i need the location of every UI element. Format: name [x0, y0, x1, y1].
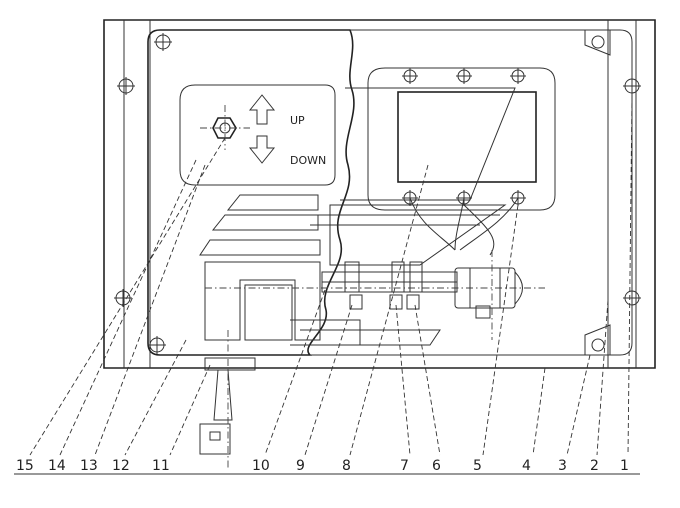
callout-4: 4 — [522, 458, 531, 474]
wire-bundle — [409, 197, 519, 256]
corner-pad-bottom-right — [584, 324, 611, 355]
display-screws — [402, 68, 526, 206]
callout-14: 14 — [48, 458, 66, 474]
switch-panel — [179, 84, 336, 186]
callout-13: 13 — [80, 458, 98, 474]
up-label: UP — [290, 114, 305, 127]
callout-12: 12 — [112, 458, 130, 474]
callout-5: 5 — [473, 458, 482, 474]
callout-10: 10 — [252, 458, 270, 474]
callout-1: 1 — [620, 458, 629, 474]
callout-11: 11 — [152, 458, 170, 474]
callout-leaders — [29, 94, 633, 456]
corner-pad-top-right — [584, 30, 611, 56]
callout-15: 15 — [16, 458, 34, 474]
cover-plate — [147, 29, 355, 356]
callout-6: 6 — [432, 458, 441, 474]
callout-7: 7 — [400, 458, 409, 474]
back-plate — [310, 29, 633, 356]
up-arrow-icon — [248, 94, 276, 125]
switch-nut-icon — [200, 105, 250, 150]
frame-screws — [114, 33, 641, 354]
down-arrow-icon — [248, 135, 276, 164]
callout-2: 2 — [590, 458, 599, 474]
display-bezel — [367, 67, 556, 211]
limit-switch-rail — [205, 271, 545, 293]
callout-8: 8 — [342, 458, 351, 474]
down-label: DOWN — [290, 154, 326, 167]
mounting-bracket — [199, 87, 516, 346]
actuator-motor — [454, 267, 523, 319]
limit-switches — [344, 261, 423, 310]
housing-outline — [103, 19, 656, 369]
display-window — [397, 91, 537, 183]
callout-3: 3 — [558, 458, 567, 474]
callout-labels: 1 2 3 4 5 6 7 8 9 10 11 12 13 14 15 — [16, 458, 629, 474]
cable-plug — [199, 330, 256, 470]
callout-9: 9 — [296, 458, 305, 474]
